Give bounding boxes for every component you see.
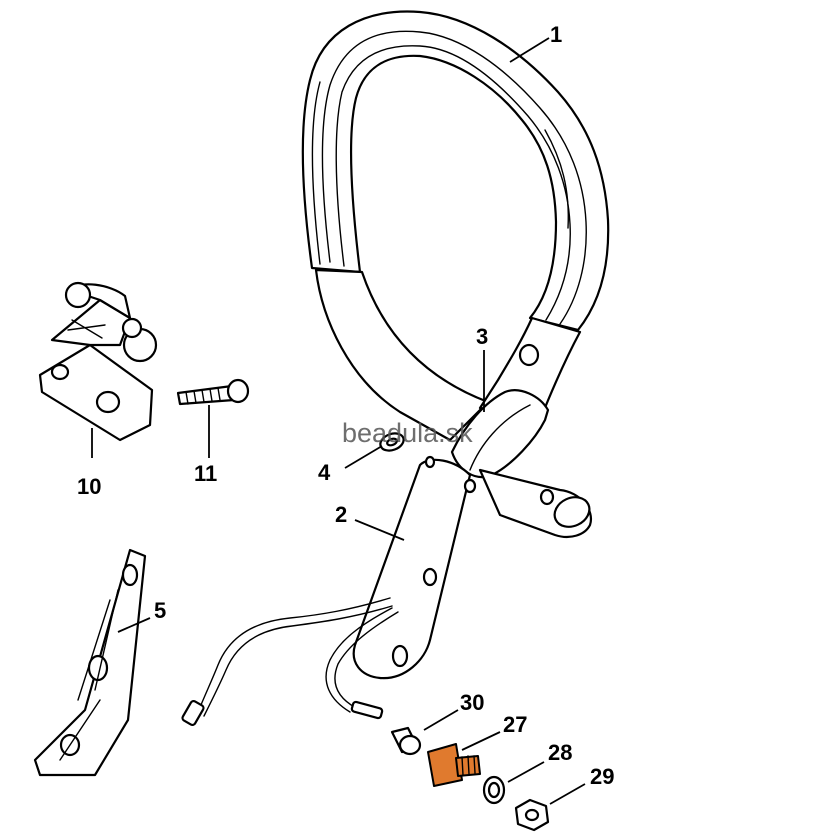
part-11-screw[interactable] [176,378,250,406]
callout-5: 5 [154,598,166,623]
callout-1: 1 [550,22,562,47]
part-30-spacer[interactable] [390,726,422,756]
leader-lines [91,37,586,805]
callout-labels: 1 3 4 2 5 10 11 30 27 28 29 [77,22,614,789]
part-27-stud-bolt[interactable] [427,743,481,787]
part-10-mount-bracket[interactable] [38,281,158,442]
callout-28: 28 [548,740,572,765]
callout-2: 2 [335,502,347,527]
callout-30: 30 [460,690,484,715]
part-28-washer[interactable] [482,775,506,805]
callout-11: 11 [194,461,217,486]
part-5-side-plate[interactable] [33,548,147,777]
part-2-handle-tube[interactable] [352,455,595,680]
part-29-hex-nut[interactable] [514,798,550,832]
part-1-handle-grip[interactable] [301,10,610,332]
callout-4: 4 [318,460,331,485]
callout-10: 10 [77,474,101,499]
callout-29: 29 [590,764,614,789]
cable [181,597,399,727]
watermark: beadula.sk [342,418,473,448]
callout-27: 27 [503,712,527,737]
callout-3: 3 [476,324,488,349]
